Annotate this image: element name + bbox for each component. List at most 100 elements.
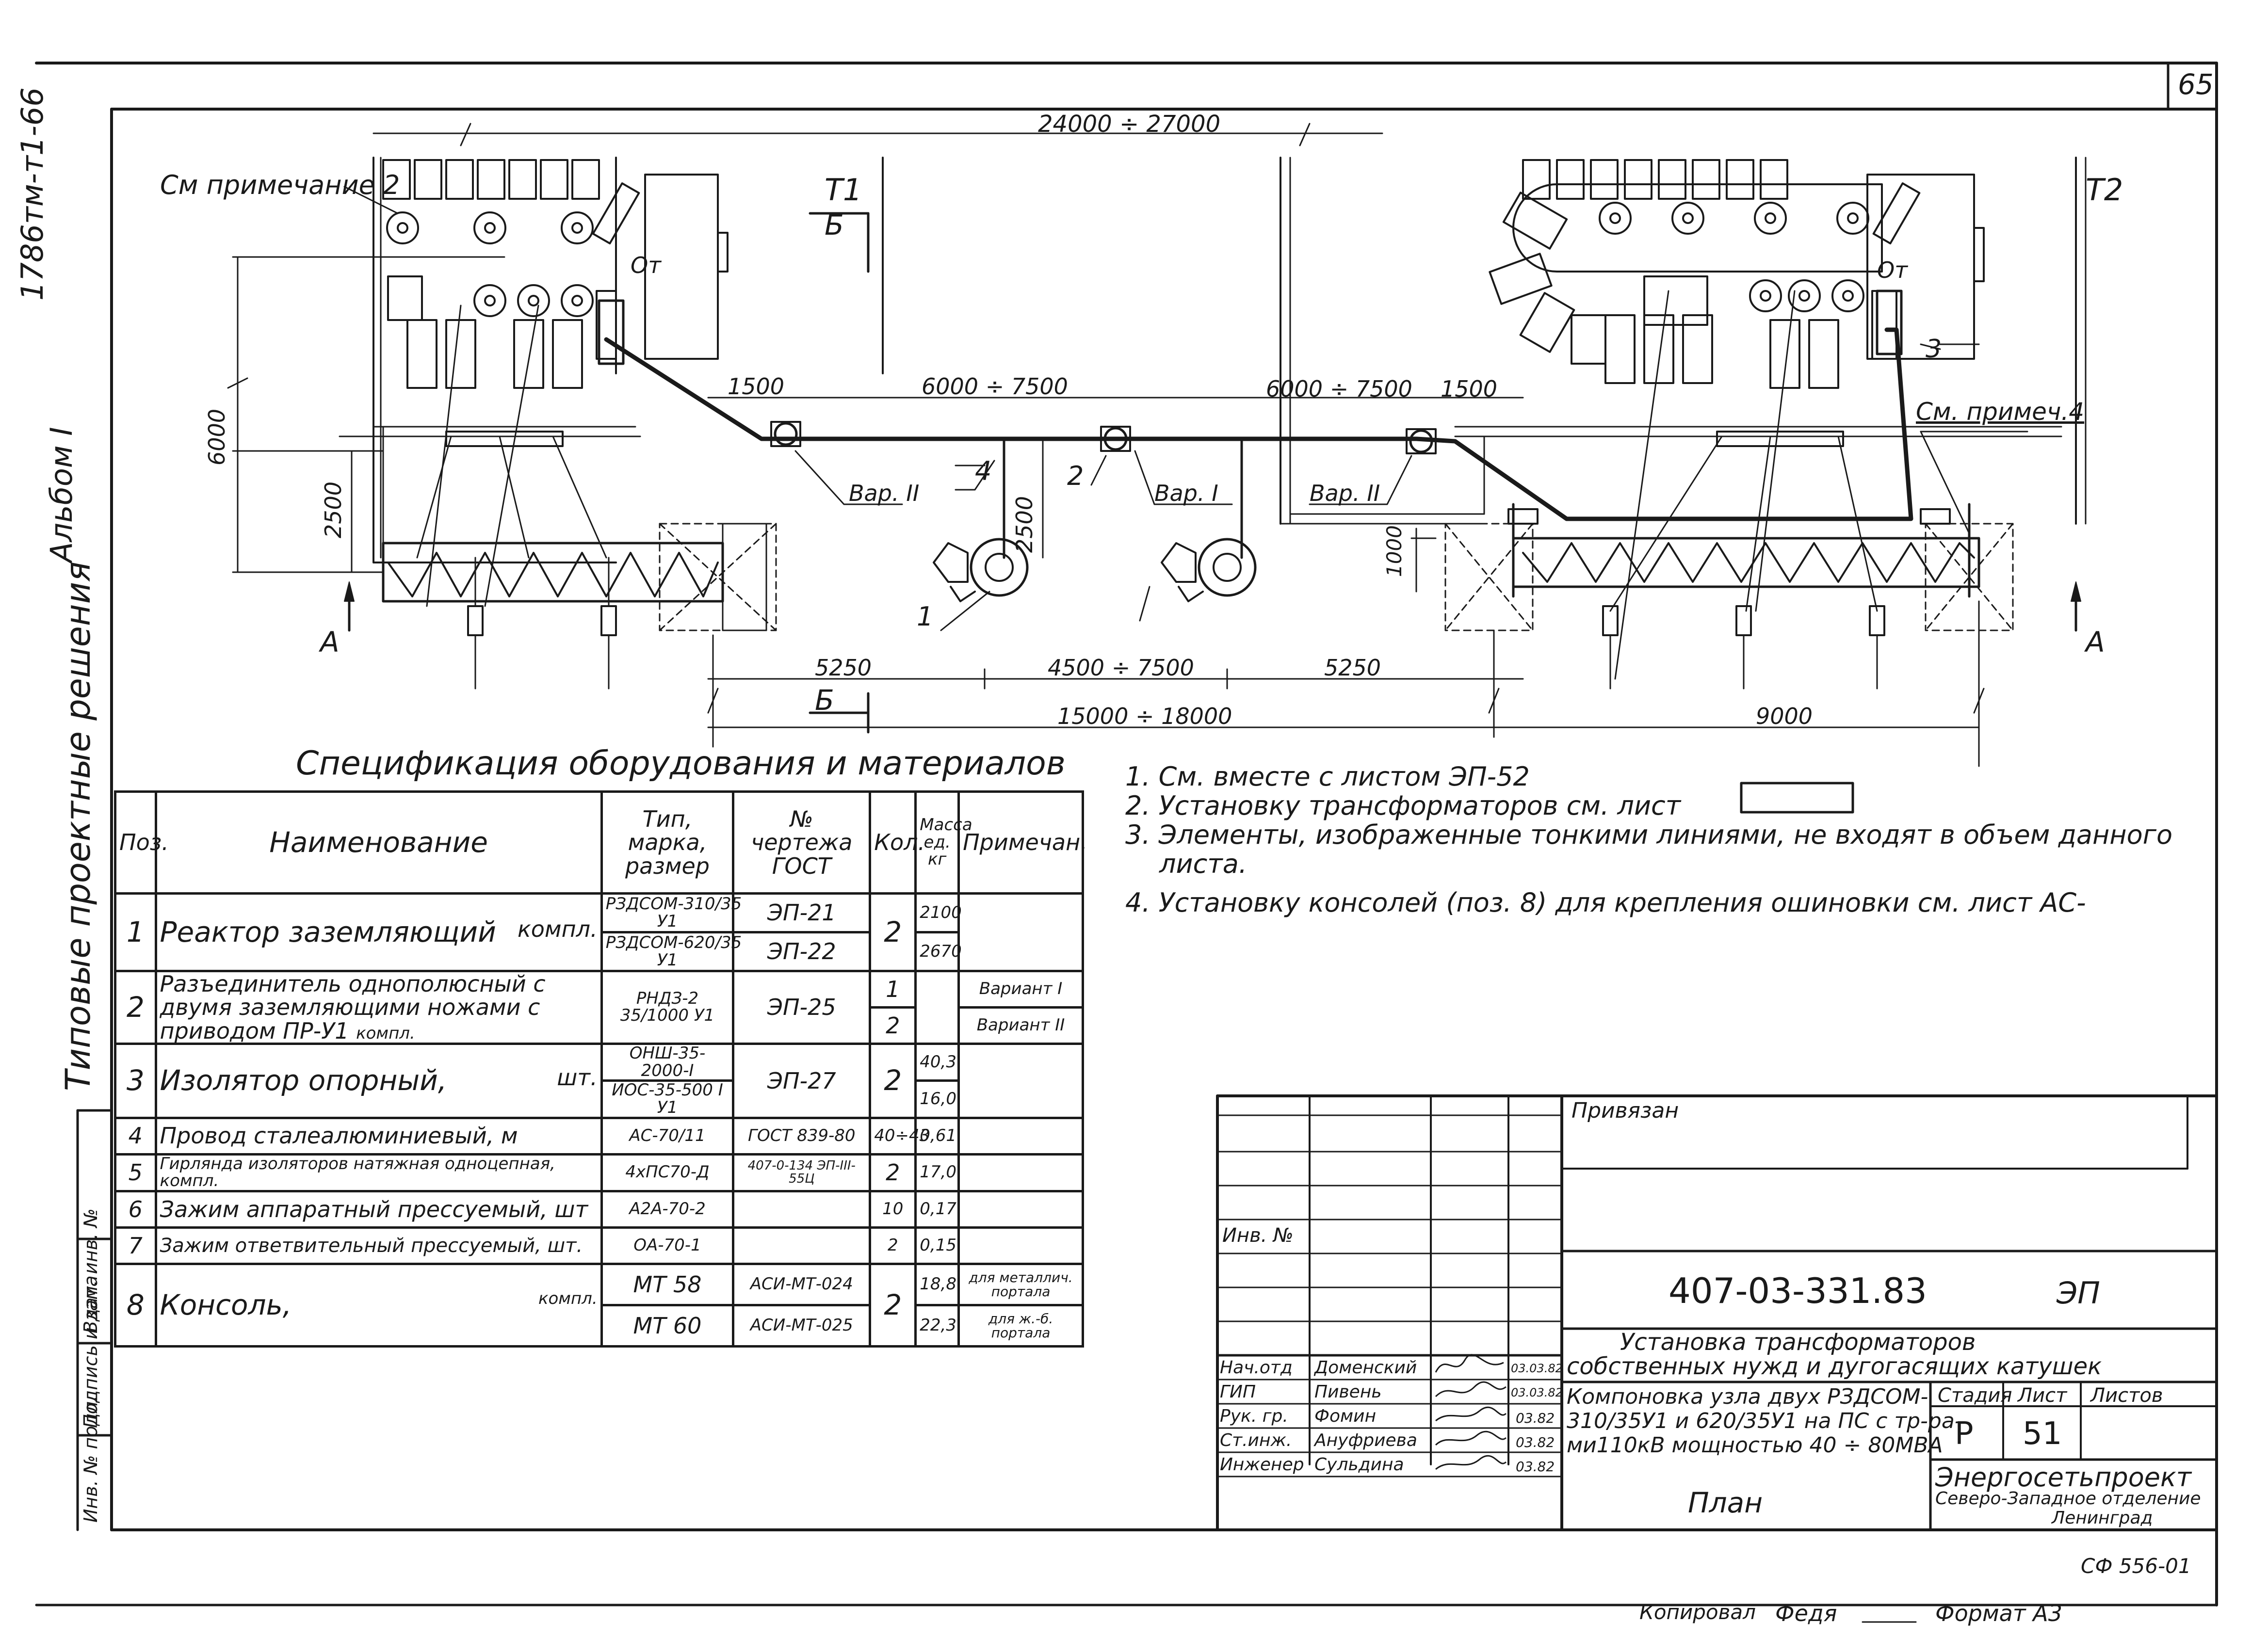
row7-drw <box>732 1226 872 1266</box>
section-a-right: А <box>2086 626 2105 658</box>
row7-unit: шт. <box>547 1235 583 1257</box>
hdr-mass: Масса ед. кг <box>914 790 972 895</box>
dim-2500-left: 2500 <box>320 481 346 538</box>
item-2-label: 2 <box>1067 461 1084 491</box>
row7-qty: 2 <box>869 1226 917 1266</box>
row6-pos: 6 <box>114 1190 157 1229</box>
tb-sheet-title: План <box>1688 1486 1763 1519</box>
hdr-qty: Кол. <box>869 790 925 895</box>
row6-type: А2А-70-2 <box>600 1190 735 1229</box>
row4-name-text: Провод сталеалюминиевый, <box>160 1123 494 1149</box>
transformer-t2-label: Т2 <box>2086 172 2123 208</box>
row5-pos: 5 <box>114 1153 157 1193</box>
row6-note <box>957 1190 1084 1229</box>
tb-org-1: Энергосетьпроект <box>1935 1462 2192 1493</box>
row1-drw-b: ЭП-22 <box>732 931 872 972</box>
dim-1500-left: 1500 <box>728 373 785 400</box>
row5-name-text: Гирлянда изоляторов натяжная одноцепная, <box>160 1154 555 1173</box>
tb-role-2: ГИП <box>1220 1382 1256 1402</box>
tb-stage-hdr: Стадия <box>1938 1384 2012 1407</box>
row3-mass-b: 16,0 <box>914 1079 960 1119</box>
row3-unit: шт. <box>557 1064 598 1091</box>
hdr-drawing: № чертежа ГОСТ <box>732 790 872 895</box>
tb-date-2: 03.03.82 <box>1511 1386 1563 1399</box>
note-2: 2. Установку трансформаторов см. лист <box>1125 790 1681 821</box>
dim-15000-18000: 15000 ÷ 18000 <box>1057 703 1232 729</box>
transformer-t1-label: Т1 <box>825 172 862 208</box>
row1-type-a: РЗДСОМ-310/35 У1 <box>600 892 742 933</box>
row3-name-text: Изолятор опорный, <box>160 1064 447 1097</box>
tb-role-4: Ст.инж. <box>1220 1430 1292 1450</box>
row7-type: ОА-70-1 <box>600 1226 735 1266</box>
table-row: 4 Провод сталеалюминиевый, м АС-70/11 ГО… <box>114 1116 1084 1156</box>
row1-name: Реактор заземляющий компл. <box>154 892 603 972</box>
row2-qty-b: 2 <box>869 1006 917 1045</box>
tb-title-1: Установка трансформаторов <box>1620 1329 1976 1356</box>
row6-name: Зажим аппаратный прессуемый, шт <box>154 1190 603 1229</box>
row2-name-text: Разъединитель однополюсный с двумя зазем… <box>160 971 546 1044</box>
spec-header-row: Поз. Наименование Тип, марка, размер № ч… <box>114 790 1087 895</box>
copied-label: Копировал <box>1639 1600 1756 1624</box>
row4-mass: 0,61 <box>914 1116 960 1156</box>
row4-qty: 40÷43 <box>869 1116 930 1156</box>
table-row: 3 Изолятор опорный, шт. ОНШ-35-2000-I ЭП… <box>114 1042 1084 1119</box>
table-row: 7 Зажим ответвительный прессуемый, шт. О… <box>114 1226 1084 1266</box>
row2-name: Разъединитель однополюсный с двумя зазем… <box>154 970 603 1045</box>
row2-pos: 2 <box>114 970 157 1045</box>
hdr-type: Тип, марка, размер <box>600 790 735 895</box>
dim-2500-mid: 2500 <box>1011 496 1037 553</box>
tb-date-5: 03.82 <box>1516 1459 1555 1475</box>
row8-drw-a: АСИ-МТ-024 <box>732 1263 872 1307</box>
row2-drw: ЭП-25 <box>732 970 872 1045</box>
hdr-note: Примечан. <box>957 790 1087 895</box>
tb-name-5: Сульдина <box>1314 1455 1404 1475</box>
row3-type-a: ОНШ-35-2000-I <box>600 1042 735 1082</box>
drawing-code-margin: 1786тм-т1-66 <box>15 87 50 301</box>
row2-qty-a: 1 <box>869 970 917 1009</box>
table-row: 2 Вариант II <box>115 1006 1084 1045</box>
row7-mass: 0,15 <box>914 1226 960 1266</box>
tb-desc-1: Компоновка узла двух РЗДСОМ- <box>1567 1384 1928 1409</box>
row7-name-text: Зажим ответвительный прессуемый, <box>160 1235 541 1257</box>
row1-pos: 1 <box>114 892 157 972</box>
tb-name-2: Пивень <box>1314 1382 1382 1402</box>
tb-name-1: Доменский <box>1314 1358 1417 1378</box>
row1-mass-b: 2670 <box>914 931 962 972</box>
row5-qty: 2 <box>869 1153 917 1193</box>
table-row: 2 Разъединитель однополюсный с двумя заз… <box>114 970 1084 1045</box>
var-2-label-right: Вар. II <box>1310 480 1380 506</box>
table-row: МТ 60 АСИ-МТ-025 22,3 для ж.-б. портала <box>115 1304 1084 1348</box>
row2-note-a: Вариант I <box>957 970 1084 1009</box>
dim-5250-left: 5250 <box>815 655 872 681</box>
tb-desc-3: ми110кВ мощностью 40 ÷ 80МВА <box>1567 1433 1943 1458</box>
row5-drw: 407-0-134 ЭП-III-55Ц <box>732 1153 872 1193</box>
stamp-replaced-inv: Взам. инв. № <box>80 1208 101 1333</box>
code-bottom: СФ 556-01 <box>2081 1554 2191 1578</box>
row8-pos: 8 <box>114 1263 157 1348</box>
row8-type-a: МТ 58 <box>600 1263 735 1307</box>
row3-pos: 3 <box>114 1042 157 1119</box>
tb-date-1: 03.03.82 <box>1511 1362 1563 1375</box>
series-label: Типовые проектные решения <box>58 561 98 1091</box>
tb-org-2: Северо-Западное отделение <box>1935 1489 2201 1509</box>
row8-mass-a: 18,8 <box>914 1263 960 1307</box>
table-row: 8 Консоль, компл. МТ 58 АСИ-МТ-024 2 18,… <box>114 1263 1084 1348</box>
note-3: 3. Элементы, изображенные тонкими линиям… <box>1125 819 2173 850</box>
tb-name-3: Фомин <box>1314 1406 1377 1426</box>
item-3-label: 3 <box>1926 335 1942 364</box>
tb-privyazan: Привязан <box>1571 1098 1679 1123</box>
dim-6000-7500-right: 6000 ÷ 7500 <box>1266 376 1412 402</box>
row7-name: Зажим ответвительный прессуемый, шт. <box>154 1226 603 1266</box>
hdr-pos: Поз. <box>114 790 169 895</box>
row8-name-text: Консоль, <box>160 1288 292 1322</box>
table-row: 5 Гирлянда изоляторов натяжная одноцепна… <box>114 1153 1084 1193</box>
row2-mass <box>914 970 960 1045</box>
row4-pos: 4 <box>114 1116 157 1156</box>
format-label: Формат А3 <box>1935 1600 2062 1626</box>
dim-6000-7500-left: 6000 ÷ 7500 <box>922 373 1068 400</box>
section-a-left: А <box>320 626 340 658</box>
tb-role-1: Нач.отд <box>1220 1358 1293 1378</box>
tb-role-5: Инженер <box>1220 1455 1304 1475</box>
row1-unit: компл. <box>517 916 598 943</box>
table-row: 1 Реактор заземляющий компл. РЗДСОМ-310/… <box>114 892 1084 972</box>
